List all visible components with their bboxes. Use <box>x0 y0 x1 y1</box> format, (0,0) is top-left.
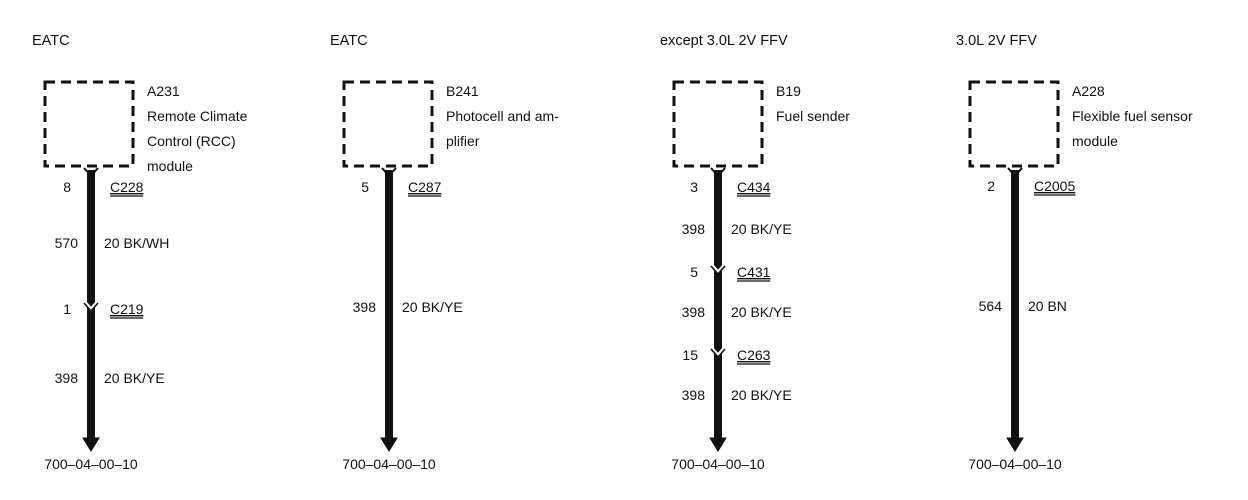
pin-number: 5 <box>690 264 698 280</box>
pin-number: 15 <box>682 347 698 363</box>
pin-number: 5 <box>361 179 369 195</box>
component-name-line: plifier <box>446 133 480 149</box>
component-id: A228 <box>1072 83 1105 99</box>
wire-spec: 20 BK/YE <box>731 387 792 403</box>
inline-connector-chevron <box>710 265 726 276</box>
component-name-line: Photocell and am- <box>446 108 559 124</box>
component-name-line: Control (RCC) <box>147 133 236 149</box>
component-box <box>342 80 434 168</box>
wire-spec: 20 BK/WH <box>104 235 169 251</box>
component-id: B241 <box>446 83 479 99</box>
ground-reference: 700–04–00–10 <box>968 456 1062 472</box>
ground-reference: 700–04–00–10 <box>342 456 436 472</box>
circuit-number: 398 <box>353 299 377 315</box>
pin-number: 8 <box>63 179 71 195</box>
column-header: 3.0L 2V FFV <box>956 33 1037 49</box>
component-name-line: Remote Climate <box>147 108 248 124</box>
connector-id: C431 <box>737 264 771 280</box>
connector-chevron <box>381 167 397 178</box>
component-id: A231 <box>147 83 180 99</box>
column-header: EATC <box>330 33 368 49</box>
component-name-line: Fuel sender <box>776 108 850 124</box>
connector-chevron <box>710 167 726 178</box>
connector-id: C2005 <box>1034 178 1075 194</box>
circuit-number: 570 <box>55 235 79 251</box>
component-name-line: module <box>147 158 193 174</box>
circuit-number: 398 <box>682 387 706 403</box>
wire-spec: 20 BN <box>1028 298 1067 314</box>
inline-connector-chevron <box>83 302 99 313</box>
connector-id: C228 <box>110 179 144 195</box>
inline-connector-mark <box>709 263 727 275</box>
circuit-number: 398 <box>682 221 706 237</box>
wire-spec: 20 BK/YE <box>402 299 463 315</box>
component-box <box>968 80 1060 168</box>
arrow-head <box>1006 437 1024 452</box>
circuit-number: 564 <box>979 298 1003 314</box>
connector-id: C287 <box>408 179 442 195</box>
wire-spec: 20 BK/YE <box>104 370 165 386</box>
connector-id: C263 <box>737 347 771 363</box>
wire-spec: 20 BK/YE <box>731 221 792 237</box>
arrow-head <box>82 437 100 452</box>
component-name-line: Flexible fuel sensor <box>1072 108 1193 124</box>
pin-number: 1 <box>63 301 71 317</box>
wire-spec: 20 BK/YE <box>731 304 792 320</box>
connector-id: C219 <box>110 301 144 317</box>
pin-number: 3 <box>690 179 698 195</box>
component-id: B19 <box>776 83 801 99</box>
pin-number: 2 <box>987 178 995 194</box>
inline-connector-chevron <box>710 348 726 359</box>
connector-chevron <box>83 167 99 178</box>
ground-reference: 700–04–00–10 <box>671 456 765 472</box>
arrow-head <box>380 437 398 452</box>
inline-connector-mark <box>82 300 100 312</box>
ground-reference: 700–04–00–10 <box>44 456 138 472</box>
inline-connector-mark <box>709 346 727 358</box>
circuit-number: 398 <box>55 370 79 386</box>
connector-id: C434 <box>737 179 771 195</box>
circuit-number: 398 <box>682 304 706 320</box>
component-box <box>672 80 764 168</box>
component-name-line: module <box>1072 133 1118 149</box>
arrow-head <box>709 437 727 452</box>
component-box <box>43 80 135 168</box>
column-header: except 3.0L 2V FFV <box>660 33 788 49</box>
connector-chevron <box>1007 167 1023 178</box>
column-header: EATC <box>32 33 70 49</box>
